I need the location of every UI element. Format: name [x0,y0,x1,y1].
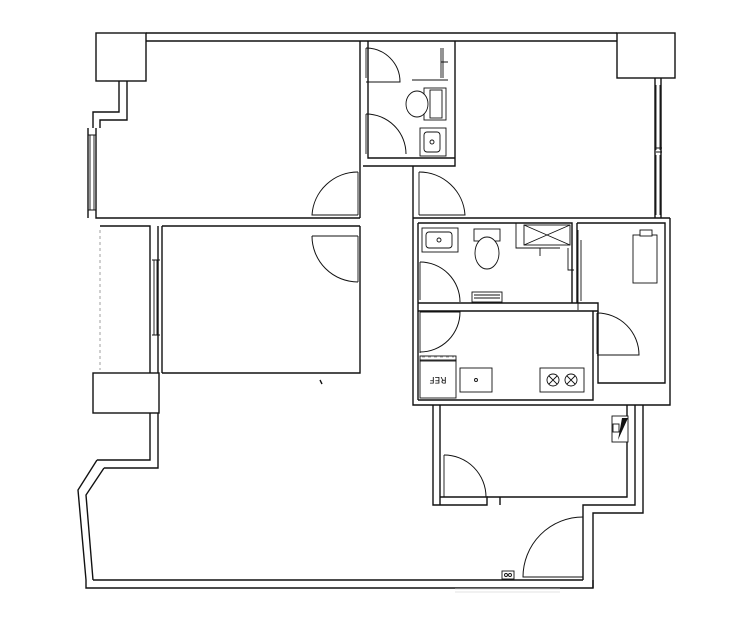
windows [88,85,662,370]
electrical [501,415,629,580]
kitchen-drain-icon [474,378,478,382]
fridge-icon [419,359,457,399]
bathroom-2-fixtures [421,223,574,303]
toilet-icon [405,90,429,118]
toilet-2-icon [474,236,500,270]
fridge-label: REF [429,374,446,384]
bathroom-1-fixtures [405,48,448,157]
utility-fixtures [632,229,658,284]
interior-walls [161,41,671,506]
breaker-icon [612,423,620,433]
floor-outlet-icon [501,570,515,580]
washing-machine-icon [632,234,658,284]
kitchen-sink-icon [459,367,493,393]
drain-2-icon [436,237,442,243]
exterior-walls [77,32,662,589]
doors [311,47,640,578]
kitchen-fixtures: REF [419,355,585,399]
watermark [455,588,560,593]
drain-icon [429,139,435,145]
toilet-lid [429,89,443,119]
column-top-left [95,32,147,82]
column-top-right [616,32,676,79]
column-left [92,372,160,414]
radiator-icon [471,291,503,303]
appliance-top [639,229,653,237]
